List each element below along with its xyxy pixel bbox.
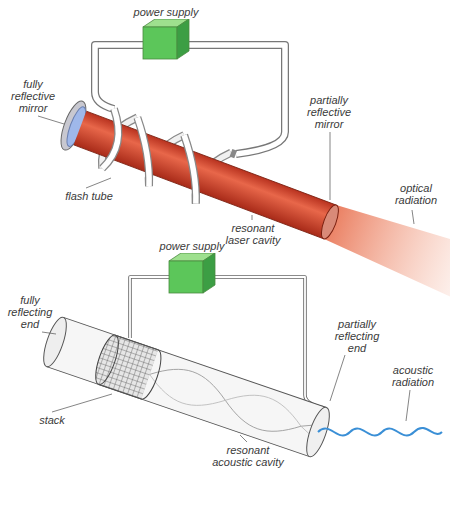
power-supply-box	[159, 253, 221, 295]
part-label: resonant laser cavity	[220, 222, 286, 246]
acoustic-cavity	[47, 317, 327, 456]
node-label: power supply	[124, 6, 208, 19]
power-supply: power supply	[124, 6, 208, 61]
power-supply-box	[133, 19, 195, 61]
part-label: flash tube	[58, 190, 120, 202]
part-label: stack	[30, 414, 74, 426]
power-supply: power supply	[150, 240, 234, 295]
node-label: power supply	[150, 240, 234, 253]
part-label: fully reflective mirror	[4, 78, 62, 114]
part-label: fully reflecting end	[2, 294, 58, 330]
flash-tube	[93, 109, 236, 211]
acoustic-wave	[318, 428, 442, 435]
reflecting-end	[39, 315, 71, 369]
standing-wave	[144, 359, 323, 448]
partially-reflecting-end	[302, 405, 334, 459]
part-label: acoustic radiation	[384, 364, 442, 388]
part-label: partially reflecting end	[326, 318, 388, 354]
laser-cavity	[74, 111, 337, 239]
part-label: partially reflective mirror	[298, 94, 360, 130]
optical-beam	[319, 194, 450, 311]
output-mirror	[318, 203, 342, 241]
part-label: resonant acoustic cavity	[206, 444, 290, 468]
leader-line	[38, 116, 414, 442]
part-label: optical radiation	[390, 182, 442, 206]
